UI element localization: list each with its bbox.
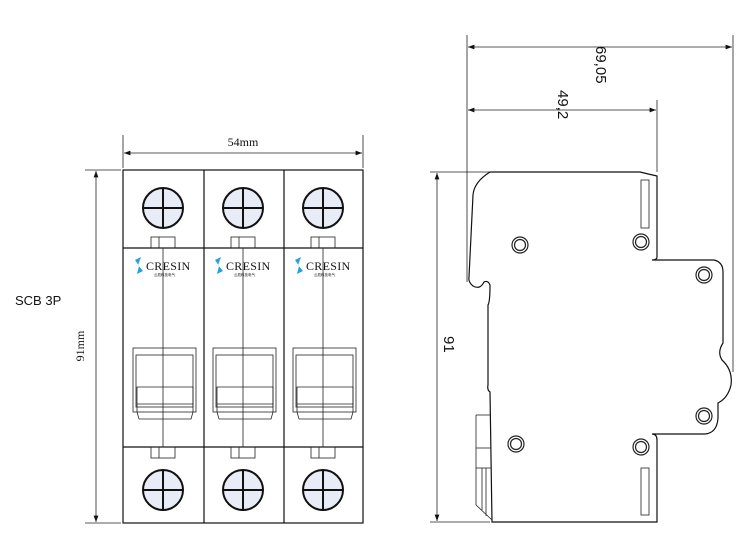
body-depth-label: 49,2 bbox=[554, 90, 571, 119]
side-body-depth-dimension: 49,2 bbox=[468, 90, 658, 172]
terminal-screw-icon bbox=[222, 469, 264, 511]
terminal-screw-icon bbox=[142, 187, 184, 229]
terminal-screw-icon bbox=[302, 187, 344, 229]
height-dim-label: 91mm bbox=[73, 330, 87, 361]
terminal-screw-icon bbox=[142, 469, 184, 511]
side-height-label: 91 bbox=[440, 336, 457, 353]
svg-text:云辰科技电气: 云辰科技电气 bbox=[234, 272, 255, 277]
front-width-dimension: 54mm bbox=[122, 135, 364, 168]
side-height-dimension: 91 bbox=[430, 171, 490, 523]
width-dim-label: 54mm bbox=[228, 135, 259, 149]
terminal-screw-icon bbox=[222, 187, 264, 229]
front-height-dimension: 91mm bbox=[73, 169, 121, 524]
overall-depth-label: 69,05 bbox=[592, 46, 609, 84]
side-overall-depth-dimension: 69,05 bbox=[466, 35, 734, 372]
svg-text:CRESIN: CRESIN bbox=[146, 259, 191, 273]
svg-text:CRESIN: CRESIN bbox=[306, 259, 351, 273]
product-label: SCB 3P bbox=[15, 293, 61, 308]
svg-text:云辰科技电气: 云辰科技电气 bbox=[314, 272, 335, 277]
svg-text:云辰科技电气: 云辰科技电气 bbox=[154, 272, 175, 277]
svg-text:CRESIN: CRESIN bbox=[226, 259, 271, 273]
terminal-screw-icon bbox=[302, 469, 344, 511]
side-view bbox=[468, 171, 732, 523]
